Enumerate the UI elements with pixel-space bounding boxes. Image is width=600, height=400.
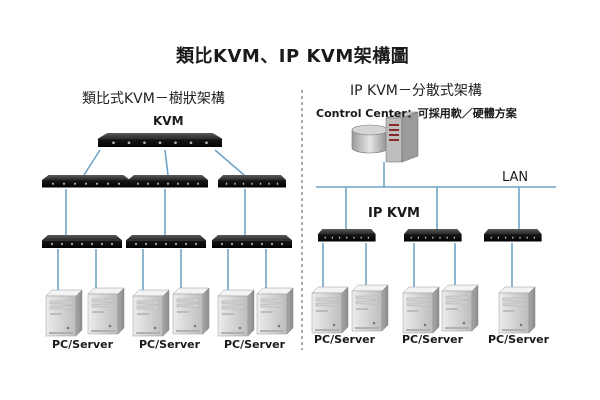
kvm-switch-icon [212, 235, 292, 248]
kvm-switch-icon [404, 229, 462, 242]
kvm-switch-icon [318, 229, 376, 242]
kvm-switch-icon [98, 133, 222, 147]
kvm-switch-icon [218, 175, 286, 188]
pc-tower-icon [87, 287, 125, 335]
left-tree-links [57, 149, 267, 292]
pc-tower-icon [256, 287, 294, 335]
pc-server-label: PC/Server [488, 333, 550, 346]
ip-kvm-label: IP KVM [368, 206, 420, 221]
pc-server-label: PC/Server [52, 338, 114, 351]
control-center-label: Control Center：可採用軟／硬體方案 [316, 107, 517, 120]
pc-tower-icon [441, 284, 479, 332]
lan-label: LAN [502, 170, 529, 185]
server-database-icon [351, 111, 419, 163]
kvm-switch-icon [484, 229, 542, 242]
pc-tower-icon [402, 286, 440, 334]
pc-server-label: PC/Server [402, 333, 464, 346]
left-heading: 類比式KVM－樹狀架構 [82, 91, 225, 107]
kvm-switch-icon [42, 235, 122, 248]
pc-tower-icon [132, 289, 170, 337]
pc-tower-icon [311, 286, 349, 334]
pc-tower-icon [45, 289, 83, 337]
pc-server-label: PC/Server [314, 333, 376, 346]
kvm-switch-icon [42, 175, 130, 188]
pc-tower-icon [172, 287, 210, 335]
kvm-switch-icon [126, 235, 206, 248]
lan-bus [316, 162, 556, 288]
pc-server-label: PC/Server [224, 338, 286, 351]
pc-tower-icon [351, 284, 389, 332]
kvm-switch-icon [128, 175, 208, 188]
kvm-label: KVM [153, 114, 184, 128]
pc-tower-icon [217, 289, 255, 337]
pc-server-label: PC/Server [139, 338, 201, 351]
diagram-title: 類比KVM、IP KVM架構圖 [176, 46, 410, 67]
right-heading: IP KVM－分散式架構 [350, 83, 482, 99]
pc-tower-icon [498, 286, 536, 334]
